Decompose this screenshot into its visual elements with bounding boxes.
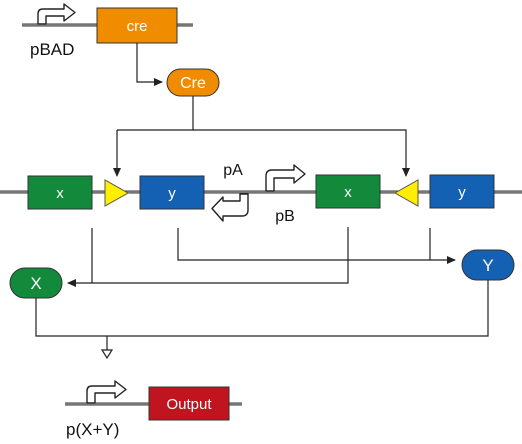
cre-gene-box: [96, 7, 178, 44]
cre-to-lox-arrow-right: [193, 129, 410, 177]
output-gene-label: Output: [166, 396, 212, 413]
pa-label: pA: [223, 162, 243, 179]
output-input-open-triangle-icon: [100, 349, 114, 360]
pa-promoter-bent-arrow-icon: [211, 193, 249, 222]
gene-x-right-box: [315, 174, 381, 209]
pbad-promoter-bent-arrow-icon: [37, 3, 76, 25]
protein-x-label: X: [30, 274, 41, 293]
cre-to-lox-wire: [117, 96, 194, 131]
pb-label: pB: [275, 208, 295, 225]
gene-y-right-label: y: [458, 184, 466, 201]
lox-site-left-yellow-triangle-icon: [104, 179, 130, 207]
x-right-expression-arrow: [67, 227, 349, 287]
gene-y-right-box: [429, 174, 495, 209]
xy-combined-wire: [35, 280, 489, 337]
pb-promoter-bent-arrow-icon: [265, 164, 306, 192]
gene-x-left-label: x: [56, 185, 64, 202]
y-left-expression-arrow: [177, 228, 456, 264]
output-gene-box: [148, 386, 230, 421]
lox-site-right-yellow-triangle-icon: [393, 179, 419, 207]
gene-y-left-label: y: [168, 185, 176, 202]
gene-x-right-label: x: [344, 184, 352, 201]
cre-gene-label: cre: [127, 18, 148, 35]
gene-y-left-box: [139, 175, 205, 210]
cre-protein-label: Cre: [180, 75, 206, 92]
pxy-promoter-bent-arrow-icon: [86, 380, 127, 404]
protein-y-label: Y: [482, 256, 493, 275]
pxy-label: p(X+Y): [66, 420, 119, 439]
pbad-label: pBAD: [30, 40, 74, 59]
cre-expression-arrow: [136, 43, 163, 86]
gene-x-left-box: [27, 175, 93, 210]
